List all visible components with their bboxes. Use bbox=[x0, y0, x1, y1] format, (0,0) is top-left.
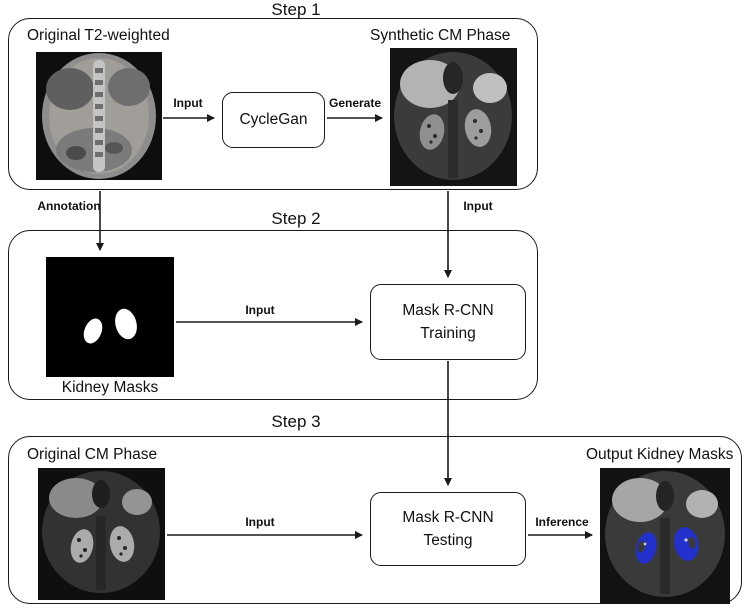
t2-mri-image bbox=[36, 52, 162, 180]
mask-rcnn-training-box: Mask R-CNN Training bbox=[370, 284, 526, 360]
output-kidney-mask-image bbox=[600, 468, 730, 604]
cyclegan-box-label: CycleGan bbox=[239, 111, 308, 129]
mask-rcnn-testing-line1: Mask R-CNN bbox=[402, 508, 494, 526]
step1-title: Step 1 bbox=[271, 0, 321, 19]
mask-rcnn-training-line2: Training bbox=[420, 325, 476, 342]
inference-arrow-label: Inference bbox=[535, 515, 589, 529]
step3-frame bbox=[8, 436, 742, 604]
synthetic-cm-image-label: Synthetic CM Phase bbox=[370, 27, 511, 44]
kidney-mask-caption: Kidney Masks bbox=[61, 379, 159, 396]
output-mask-image-label: Output Kidney Masks bbox=[586, 446, 734, 463]
mask-rcnn-training-line1: Mask R-CNN bbox=[402, 301, 494, 319]
left-kidney-overlay bbox=[635, 532, 657, 564]
step2-frame bbox=[8, 230, 538, 400]
step1-input-arrow-label: Input bbox=[173, 96, 203, 110]
kidney-mask-image bbox=[46, 257, 174, 377]
synthetic-cm-image bbox=[390, 48, 517, 186]
step1-frame bbox=[8, 18, 538, 190]
original-cm-image-label: Original CM Phase bbox=[27, 446, 158, 463]
step2-title: Step 2 bbox=[271, 209, 321, 228]
bridge-input-arrow-label: Input bbox=[463, 199, 493, 213]
cyclegan-box: CycleGan bbox=[222, 92, 325, 148]
step2-input-arrow-label: Input bbox=[245, 303, 275, 317]
t2-image-label: Original T2-weighted bbox=[27, 27, 170, 44]
generate-arrow-label: Generate bbox=[328, 96, 382, 110]
annotation-arrow-label: Annotation bbox=[37, 199, 101, 213]
step3-title: Step 3 bbox=[271, 412, 321, 431]
mask-rcnn-testing-box: Mask R-CNN Testing bbox=[370, 492, 526, 566]
step3-input-arrow-label: Input bbox=[245, 515, 275, 529]
mask-rcnn-testing-line2: Testing bbox=[423, 532, 473, 549]
original-cm-image bbox=[38, 468, 165, 600]
right-kidney-overlay bbox=[673, 527, 699, 561]
